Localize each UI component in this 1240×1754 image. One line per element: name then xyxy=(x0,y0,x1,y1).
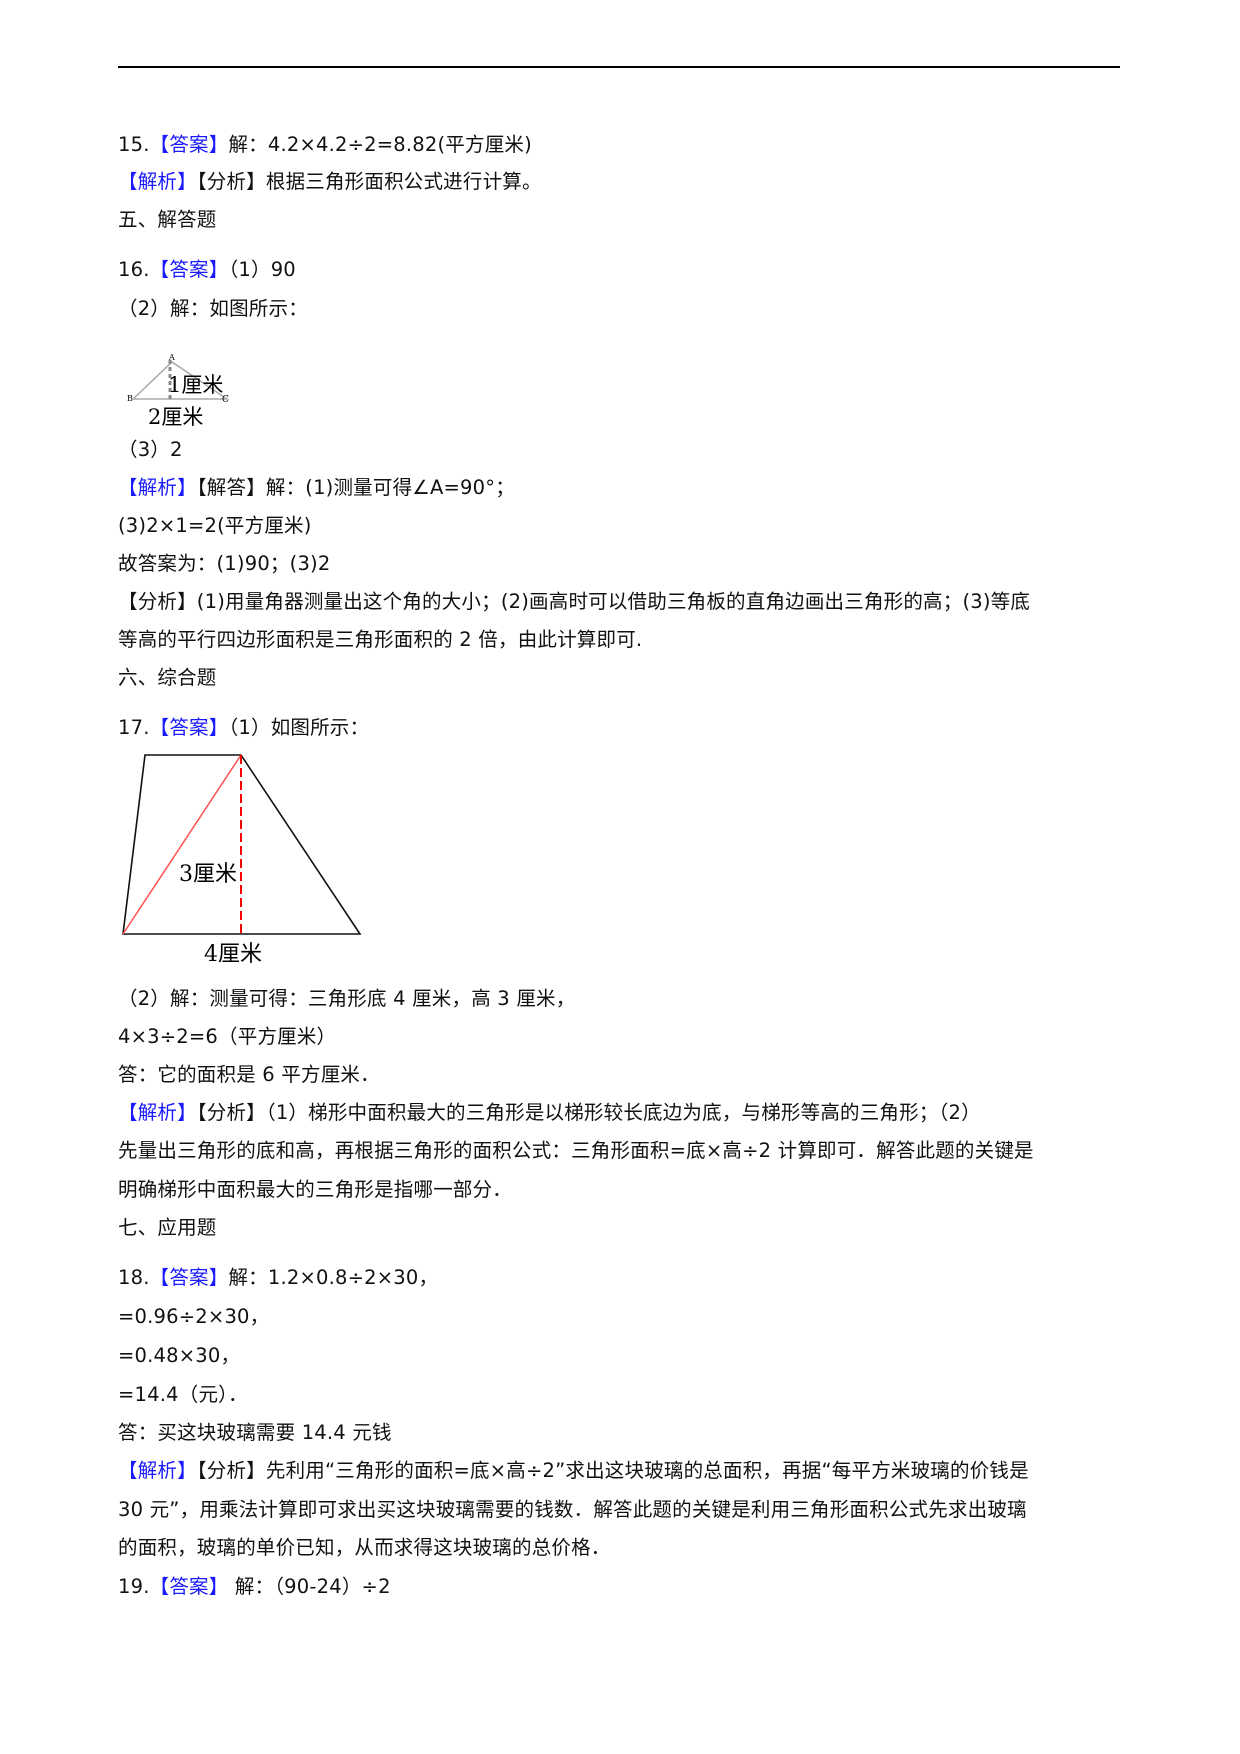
line-text: 4×3÷2=6（平方厘米） xyxy=(118,1025,337,1048)
line-text: 答：它的面积是 6 平方厘米． xyxy=(118,1063,380,1086)
line-text: （1）90 xyxy=(228,258,296,281)
trapezoid-outline xyxy=(122,754,362,935)
line-text: （1）如图所示： xyxy=(228,716,370,739)
line-text: 【分析】（1）梯形中面积最大的三角形是以梯形较长底边为底，与梯形等高的三角形；（… xyxy=(196,1101,981,1124)
text-line: =0.96÷2×30， xyxy=(118,1304,269,1330)
line-text: 【解答】解：(1)测量可得∠A=90°； xyxy=(196,476,515,499)
text-line: 【解析】【解答】解：(1)测量可得∠A=90°； xyxy=(118,475,515,501)
line-text: 19. xyxy=(118,1575,150,1598)
height-label: 3厘米 xyxy=(179,862,237,887)
line-text: 明确梯形中面积最大的三角形是指哪一部分． xyxy=(118,1178,513,1201)
text-line: 【解析】【分析】（1）梯形中面积最大的三角形是以梯形较长底边为底，与梯形等高的三… xyxy=(118,1100,981,1126)
section-tag: 【答案】 xyxy=(149,1575,229,1598)
line-text: 先量出三角形的底和高，再根据三角形的面积公式：三角形面积=底×高÷2 计算即可．… xyxy=(118,1139,1034,1162)
line-text: (3)2×1=2(平方厘米) xyxy=(118,514,312,537)
line-text: 答：买这块玻璃需要 14.4 元钱 xyxy=(118,1421,392,1444)
line-text: 18. xyxy=(118,1266,150,1289)
text-line: 【解析】【分析】根据三角形面积公式进行计算。 xyxy=(118,169,542,195)
section-tag: 【答案】 xyxy=(149,716,229,739)
line-text: =0.48×30， xyxy=(118,1344,241,1367)
text-line: （2）解：如图所示： xyxy=(118,296,308,322)
line-text: 六、综合题 xyxy=(118,666,217,689)
text-line: 六、综合题 xyxy=(118,665,217,691)
base-label: 2厘米 xyxy=(148,405,203,429)
text-line: 15.【答案】解：4.2×4.2÷2=8.82(平方厘米) xyxy=(118,132,532,158)
line-text: =14.4（元）． xyxy=(118,1383,248,1406)
height-label: 1厘米 xyxy=(168,373,223,397)
section-tag: 【解析】 xyxy=(118,476,197,499)
section-tag: 【解析】 xyxy=(118,170,197,193)
line-text: 故答案为：(1)90；(3)2 xyxy=(118,552,331,575)
text-line: 19.【答案】 解：（90-24）÷2 xyxy=(118,1574,391,1600)
vertex-c-label: C xyxy=(222,395,229,405)
text-line: (3)2×1=2(平方厘米) xyxy=(118,513,312,539)
text-line: 【分析】(1)用量角器测量出这个角的大小；(2)画高时可以借助三角板的直角边画出… xyxy=(118,589,1030,615)
text-line: 等高的平行四边形面积是三角形面积的 2 倍，由此计算即可. xyxy=(118,627,642,653)
base-label: 4厘米 xyxy=(204,942,262,967)
text-line: =14.4（元）． xyxy=(118,1382,248,1408)
text-line: 16.【答案】（1）90 xyxy=(118,257,296,283)
text-line: 18.【答案】解：1.2×0.8÷2×30， xyxy=(118,1265,438,1291)
line-text: 五、解答题 xyxy=(118,208,217,231)
line-text: 【分析】先利用“三角形的面积=底×高÷2”求出这块玻璃的总面积，再据“每平方米玻… xyxy=(196,1459,1029,1482)
section-tag: 【答案】 xyxy=(149,258,229,281)
line-text: =0.96÷2×30， xyxy=(118,1305,270,1328)
figure-trapezoid-17: 3厘米 4厘米 xyxy=(122,754,362,967)
text-line: 七、应用题 xyxy=(118,1215,217,1241)
section-tag: 【解析】 xyxy=(118,1101,197,1124)
text-line: 故答案为：(1)90；(3)2 xyxy=(118,551,330,577)
line-text: 七、应用题 xyxy=(118,1216,217,1239)
text-line: 答：买这块玻璃需要 14.4 元钱 xyxy=(118,1420,392,1446)
line-text: 16. xyxy=(118,258,150,281)
line-text: （3）2 xyxy=(118,438,183,461)
section-tag: 【解析】 xyxy=(118,1459,197,1482)
vertex-b-label: B xyxy=(127,394,133,403)
section-tag: 【答案】 xyxy=(149,1266,229,1289)
figure-triangle-16: A B C 1厘米 2厘米 xyxy=(127,353,230,429)
triangle-outline xyxy=(132,361,230,400)
text-line: 五、解答题 xyxy=(118,207,217,233)
section-tag: 【答案】 xyxy=(149,133,229,156)
line-text: 15. xyxy=(118,133,150,156)
text-line: 答：它的面积是 6 平方厘米． xyxy=(118,1062,380,1088)
line-text: 解：（90-24）÷2 xyxy=(228,1575,391,1598)
line-text: 【分析】(1)用量角器测量出这个角的大小；(2)画高时可以借助三角板的直角边画出… xyxy=(118,590,1031,613)
line-text: （2）解：测量可得：三角形底 4 厘米，高 3 厘米， xyxy=(118,987,576,1010)
text-line: =0.48×30， xyxy=(118,1343,240,1369)
header-rule xyxy=(118,66,1120,68)
text-line: 30 元”，用乘法计算即可求出买这块玻璃需要的钱数．解答此题的关键是利用三角形面… xyxy=(118,1497,1027,1523)
text-line: 明确梯形中面积最大的三角形是指哪一部分． xyxy=(118,1177,512,1203)
line-text: 30 元”，用乘法计算即可求出买这块玻璃需要的钱数．解答此题的关键是利用三角形面… xyxy=(118,1498,1027,1521)
line-text: 解：4.2×4.2÷2=8.82(平方厘米) xyxy=(228,133,532,156)
line-text: 17. xyxy=(118,716,150,739)
text-line: 的面积，玻璃的单价已知，从而求得这块玻璃的总价格． xyxy=(118,1535,611,1561)
text-line: （2）解：测量可得：三角形底 4 厘米，高 3 厘米， xyxy=(118,986,575,1012)
text-line: （3）2 xyxy=(118,437,183,463)
line-text: 【分析】根据三角形面积公式进行计算。 xyxy=(196,170,542,193)
text-line: 先量出三角形的底和高，再根据三角形的面积公式：三角形面积=底×高÷2 计算即可．… xyxy=(118,1138,1034,1164)
text-line: 4×3÷2=6（平方厘米） xyxy=(118,1024,336,1050)
line-text: 的面积，玻璃的单价已知，从而求得这块玻璃的总价格． xyxy=(118,1536,611,1559)
text-line: 【解析】【分析】先利用“三角形的面积=底×高÷2”求出这块玻璃的总面积，再据“每… xyxy=(118,1458,1029,1484)
triangle-side-red xyxy=(122,754,242,935)
line-text: （2）解：如图所示： xyxy=(118,297,308,320)
text-line: 17.【答案】（1）如图所示： xyxy=(118,715,369,741)
line-text: 等高的平行四边形面积是三角形面积的 2 倍，由此计算即可. xyxy=(118,628,643,651)
line-text: 解：1.2×0.8÷2×30， xyxy=(228,1266,439,1289)
vertex-a-label: A xyxy=(168,353,175,362)
